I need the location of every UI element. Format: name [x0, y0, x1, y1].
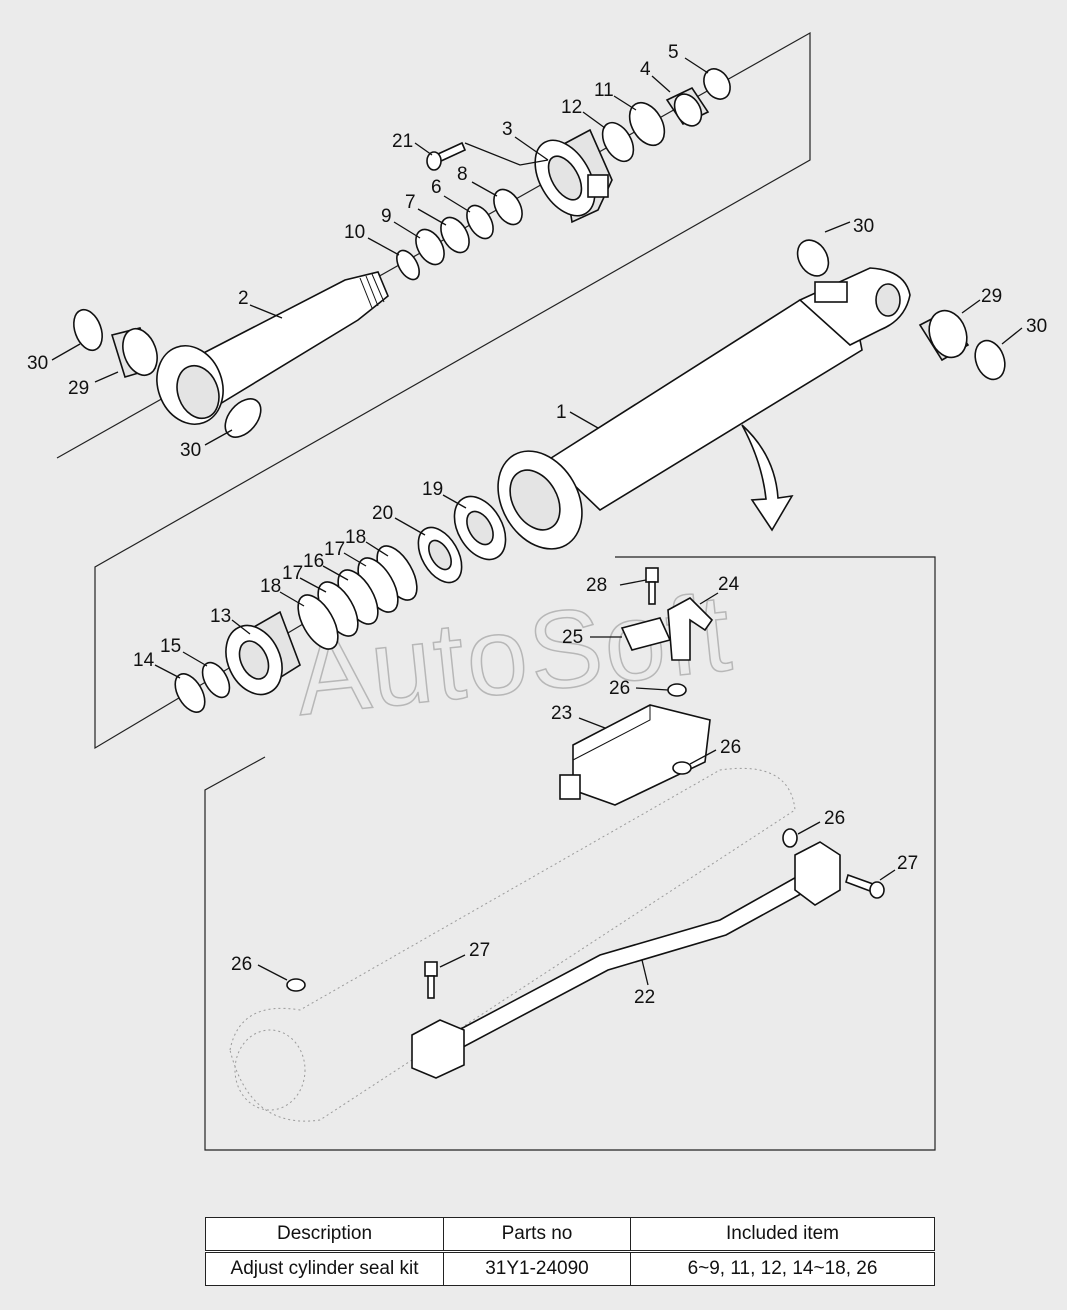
callout-18: 18 — [345, 527, 366, 548]
part-13-piston — [225, 610, 301, 696]
callout-17: 17 — [324, 539, 345, 560]
part-6-ring — [466, 204, 494, 240]
part-2-piston-rod — [156, 271, 389, 425]
callout-5: 5 — [668, 42, 679, 63]
callout-4: 4 — [640, 59, 651, 80]
direction-arrow-icon — [741, 424, 794, 532]
callout-26-c: 26 — [824, 808, 845, 829]
callout-2: 2 — [238, 288, 249, 309]
part-9-ring — [415, 228, 445, 266]
callout-11: 11 — [594, 80, 614, 101]
part-26-oring-d — [286, 978, 306, 992]
header-description: Description — [205, 1217, 444, 1253]
part-26-oring-b — [672, 761, 692, 775]
header-parts-no: Parts no — [443, 1217, 631, 1253]
callout-10: 10 — [344, 222, 365, 243]
seal-kit-table: Description Parts no Included item Adjus… — [205, 1217, 935, 1286]
header-included-item: Included item — [630, 1217, 935, 1253]
callout-12: 12 — [561, 97, 582, 118]
callout-19: 19 — [422, 479, 443, 500]
table-header-row: Description Parts no Included item — [205, 1217, 935, 1253]
part-30-ring-right — [974, 339, 1006, 381]
part-14-ring — [174, 673, 206, 713]
part-19-nut — [453, 495, 507, 561]
part-11-ring — [628, 101, 666, 147]
part-30-ring-left — [73, 308, 103, 352]
part-3-gland — [534, 128, 613, 224]
callout-27-b: 27 — [469, 940, 490, 961]
callout-30-left: 30 — [27, 353, 48, 374]
part-8-ring — [493, 188, 523, 226]
callout-20: 20 — [372, 503, 393, 524]
callout-26-a: 26 — [609, 678, 630, 699]
part-5-ring — [703, 68, 731, 100]
part-1-cylinder-tube — [497, 267, 911, 550]
part-27-bolt-right — [845, 873, 885, 899]
callout-30-right: 30 — [1026, 316, 1047, 337]
part-29-bushing-right — [918, 309, 970, 362]
cell-included-item: 6~9, 11, 12, 14~18, 26 — [630, 1251, 935, 1286]
callout-30-top: 30 — [853, 216, 874, 237]
part-10-ring — [396, 249, 420, 281]
cell-parts-no: 31Y1-24090 — [443, 1251, 631, 1286]
part-23-valve-block — [559, 704, 711, 806]
callout-13: 13 — [210, 606, 231, 627]
callout-labels: 1 2 3 4 5 6 7 8 9 10 11 12 13 14 15 16 1… — [27, 42, 1047, 1008]
part-26-oring-c — [782, 828, 798, 848]
part-21-bolt — [426, 141, 467, 171]
callout-25: 25 — [562, 627, 583, 648]
callout-24: 24 — [718, 574, 740, 595]
part-27-bolt-left — [424, 961, 438, 999]
callout-6: 6 — [431, 177, 442, 198]
callout-22: 22 — [634, 987, 655, 1008]
callout-14: 14 — [133, 650, 155, 671]
callout-1: 1 — [556, 402, 567, 423]
table-row: Adjust cylinder seal kit 31Y1-24090 6~9,… — [205, 1251, 935, 1286]
cell-description: Adjust cylinder seal kit — [205, 1251, 444, 1286]
part-7-ring — [440, 216, 470, 254]
callout-17-lower: 17 — [282, 563, 303, 584]
callout-16: 16 — [303, 551, 324, 572]
ghost-cylinder — [229, 767, 796, 1122]
part-28-bolt — [645, 567, 659, 605]
callout-3: 3 — [502, 119, 513, 140]
callout-27-a: 27 — [897, 853, 918, 874]
part-18-ring-lower — [297, 594, 339, 650]
callout-26-b: 26 — [720, 737, 741, 758]
part-22-pipe — [411, 841, 841, 1079]
part-29-bushing-left — [110, 327, 158, 378]
part-15-ring — [201, 661, 231, 699]
callout-18-lower: 18 — [260, 576, 281, 597]
callout-15: 15 — [160, 636, 181, 657]
callout-23: 23 — [551, 703, 572, 724]
part-30-ring-top — [796, 239, 830, 277]
callout-9: 9 — [381, 206, 392, 227]
leader-lines — [51, 57, 1023, 986]
part-4-bushing — [665, 86, 710, 127]
part-26-oring-a — [667, 683, 687, 697]
part-24-elbow — [667, 597, 714, 661]
callout-26-d: 26 — [231, 954, 252, 975]
callout-28: 28 — [586, 575, 607, 596]
callout-30-lower: 30 — [180, 440, 201, 461]
lower-frame — [204, 556, 936, 1151]
callout-21: 21 — [392, 131, 413, 152]
callout-29-right: 29 — [981, 286, 1002, 307]
part-12-ring — [601, 121, 635, 163]
part-30-ring-lower — [224, 398, 262, 438]
callout-7: 7 — [405, 192, 416, 213]
part-20-washer — [417, 526, 463, 584]
callout-8: 8 — [457, 164, 468, 185]
callout-29-left: 29 — [68, 378, 89, 399]
